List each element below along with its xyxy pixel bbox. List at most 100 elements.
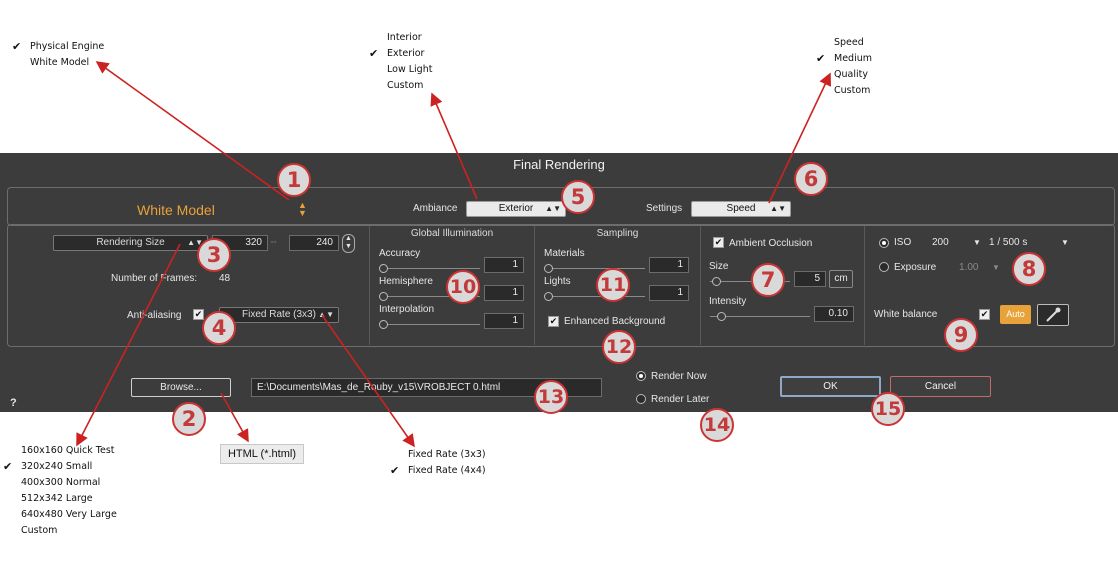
lights-field[interactable]: 1	[649, 285, 689, 301]
callout-12: 12	[602, 330, 636, 364]
iso-value[interactable]: 200	[932, 237, 949, 248]
ok-button[interactable]: OK	[780, 376, 881, 397]
antialiasing-checkbox[interactable]: ✔	[193, 309, 204, 320]
menu-item-exterior[interactable]: ✔Exterior	[369, 47, 425, 60]
antialiasing-menu: Fixed Rate (3x3) ✔Fixed Rate (4x4)	[390, 447, 486, 479]
callout-10: 10	[446, 270, 480, 304]
help-icon[interactable]: ?	[10, 397, 17, 409]
menu-item-interior[interactable]: Interior	[387, 32, 422, 43]
settings-label: Settings	[646, 203, 683, 214]
engine-menu: ✔Physical Engine White Model	[12, 39, 105, 71]
menu-item-size-320[interactable]: ✔320x240 Small	[3, 460, 93, 473]
render-now-radio[interactable]	[636, 371, 646, 381]
rendering-size-select[interactable]: Rendering Size▲▼	[53, 235, 208, 251]
settings-select[interactable]: Speed▲▼	[691, 201, 791, 217]
link-icon[interactable]: ⇔	[269, 236, 278, 246]
menu-item-size-512[interactable]: 512x342 Large	[21, 493, 93, 504]
white-balance-label: White balance	[874, 309, 938, 320]
materials-slider[interactable]	[545, 268, 645, 269]
exposure-dropdown-icon[interactable]: ▼	[992, 263, 1000, 272]
menu-item-speed[interactable]: Speed	[834, 37, 864, 48]
menu-item-aa-4x4[interactable]: ✔Fixed Rate (4x4)	[390, 464, 486, 477]
interpolation-field[interactable]: 1	[484, 313, 524, 329]
hemisphere-slider-knob[interactable]	[379, 292, 388, 301]
iso-dropdown-icon[interactable]: ▼	[973, 238, 981, 247]
file-type-option[interactable]: HTML (*.html)	[220, 444, 304, 464]
accuracy-label: Accuracy	[379, 248, 421, 259]
lights-slider[interactable]	[545, 296, 645, 297]
callout-1: 1	[277, 163, 311, 197]
frames-label: Number of Frames:	[111, 273, 198, 284]
callout-2: 2	[172, 402, 206, 436]
antialiasing-select[interactable]: Fixed Rate (3x3)▲▼	[219, 307, 339, 323]
browse-button[interactable]: Browse...	[131, 378, 231, 397]
interpolation-slider[interactable]	[380, 324, 480, 325]
ambient-occlusion-checkbox[interactable]: ✔	[713, 237, 724, 248]
antialiasing-label: Anti-aliasing	[127, 310, 182, 321]
eyedropper-button[interactable]	[1037, 304, 1069, 326]
ao-size-field[interactable]: 5	[794, 271, 826, 287]
intensity-slider-knob[interactable]	[717, 312, 726, 321]
exposure-radio[interactable]	[879, 262, 889, 272]
iso-radio[interactable]	[879, 238, 889, 248]
materials-field[interactable]: 1	[649, 257, 689, 273]
materials-slider-knob[interactable]	[544, 264, 553, 273]
hemisphere-slider[interactable]	[380, 296, 480, 297]
top-row-frame	[7, 187, 1115, 226]
sampling-title: Sampling	[596, 228, 639, 239]
hemisphere-field[interactable]: 1	[484, 285, 524, 301]
exposure-value[interactable]: 1.00	[959, 262, 979, 273]
iso-label: ISO	[894, 237, 912, 248]
accuracy-slider-knob[interactable]	[379, 264, 388, 273]
accuracy-slider[interactable]	[380, 268, 480, 269]
enhanced-background-checkbox[interactable]: ✔	[548, 316, 559, 327]
menu-item-low-light[interactable]: Low Light	[387, 64, 433, 75]
intensity-field[interactable]: 0.10	[814, 306, 854, 322]
interpolation-slider-knob[interactable]	[379, 320, 388, 329]
menu-item-aa-3x3[interactable]: Fixed Rate (3x3)	[408, 449, 486, 460]
menu-item-custom[interactable]: Custom	[387, 80, 424, 91]
check-icon: ✔	[816, 52, 826, 65]
ao-unit-button[interactable]: cm	[829, 270, 853, 288]
intensity-slider[interactable]	[710, 316, 810, 317]
render-now-label: Render Now	[651, 371, 707, 382]
spinner-icon: ▲▼	[318, 310, 334, 319]
white-balance-checkbox[interactable]: ✔	[979, 309, 990, 320]
callout-6: 6	[794, 162, 828, 196]
check-icon: ✔	[3, 460, 13, 473]
divider	[700, 226, 701, 345]
render-later-radio[interactable]	[636, 394, 646, 404]
auto-button[interactable]: Auto	[1000, 305, 1031, 324]
engine-chevron-icon[interactable]: ▲▼	[298, 200, 307, 218]
cancel-button[interactable]: Cancel	[890, 376, 991, 397]
menu-item-quality[interactable]: Quality	[834, 69, 868, 80]
menu-item-size-400[interactable]: 400x300 Normal	[21, 477, 101, 488]
options-frame	[7, 224, 1115, 347]
check-icon: ✔	[369, 47, 379, 60]
height-field[interactable]: 240	[289, 235, 339, 251]
ambiance-menu: Interior ✔Exterior Low Light Custom	[369, 30, 433, 94]
exposure-label: Exposure	[894, 262, 937, 273]
enhanced-background-label: Enhanced Background	[564, 316, 666, 327]
size-stepper-icon[interactable]: ▲▼	[342, 234, 355, 253]
ao-size-slider[interactable]	[710, 281, 790, 282]
ao-size-slider-knob[interactable]	[712, 277, 721, 286]
shutter-dropdown-icon[interactable]: ▼	[1061, 238, 1069, 247]
settings-menu: Speed ✔Medium Quality Custom	[816, 35, 872, 99]
shutter-value[interactable]: 1 / 500 s	[989, 237, 1028, 248]
lights-slider-knob[interactable]	[544, 292, 553, 301]
engine-label[interactable]: White Model	[137, 202, 215, 218]
menu-item-medium[interactable]: ✔Medium	[816, 52, 872, 65]
menu-item-white-model[interactable]: White Model	[30, 57, 90, 68]
hemisphere-label: Hemisphere	[379, 276, 433, 287]
ambiance-select[interactable]: Exterior▲▼	[466, 201, 566, 217]
intensity-label: Intensity	[709, 296, 747, 307]
menu-item-size-custom[interactable]: Custom	[21, 525, 58, 536]
accuracy-field[interactable]: 1	[484, 257, 524, 273]
menu-item-custom[interactable]: Custom	[834, 85, 871, 96]
menu-item-physical-engine[interactable]: ✔Physical Engine	[12, 40, 105, 53]
callout-3: 3	[197, 238, 231, 272]
menu-item-size-640[interactable]: 640x480 Very Large	[21, 509, 117, 520]
lights-label: Lights	[544, 276, 571, 287]
menu-item-size-160[interactable]: 160x160 Quick Test	[21, 445, 115, 456]
